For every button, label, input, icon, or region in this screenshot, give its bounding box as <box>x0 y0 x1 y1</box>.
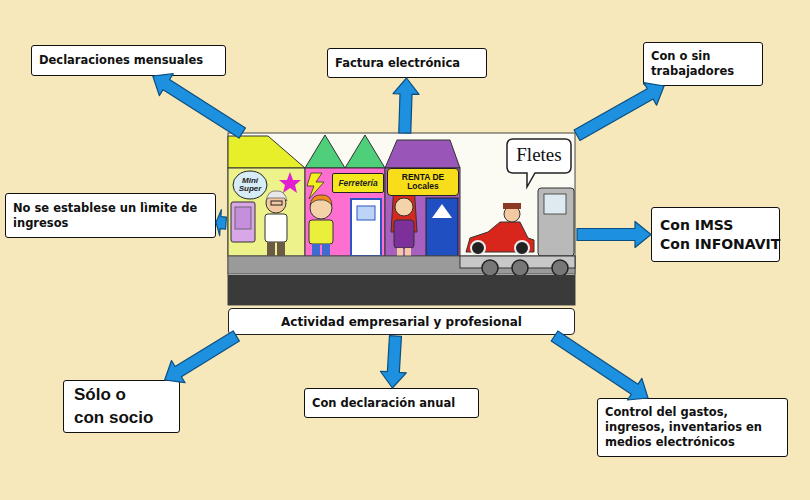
building <box>385 168 460 256</box>
central-illustration: Actividad empresarial y profesional Mini … <box>226 133 577 336</box>
door <box>426 198 458 256</box>
driver-hat <box>503 203 521 209</box>
node-text: Con declaración anual <box>312 396 471 411</box>
truck-wheel <box>512 260 528 276</box>
feature-box: Con declaración anual <box>304 388 479 418</box>
feature-box: Con o sin trabajadores <box>643 42 763 86</box>
node-text: Con o sin trabajadores <box>651 49 755 79</box>
truck-cab <box>538 188 574 256</box>
roof <box>385 140 460 168</box>
person-body <box>309 220 333 244</box>
block-arrow <box>380 336 406 388</box>
door-mark <box>432 204 452 218</box>
node-text: Mini Super <box>236 177 264 193</box>
block-arrow <box>153 74 246 138</box>
speech-bubble: Fletes <box>505 137 573 181</box>
node-text: No se establese un lìmite de ingresos <box>13 201 208 231</box>
shop-sign: Mini Super <box>232 170 268 200</box>
person-body <box>394 220 414 248</box>
truck-window <box>544 194 566 214</box>
node-text: Actividad empresarial y profesional <box>228 308 575 335</box>
building <box>305 168 385 256</box>
building <box>228 168 305 256</box>
block-arrow <box>216 210 226 236</box>
feature-box: Factura electrónica <box>327 48 487 78</box>
shop-sign: Ferretería <box>332 173 384 193</box>
node-text: RENTA DE Locales <box>393 173 453 191</box>
door <box>351 199 381 256</box>
node-text: Factura electrónica <box>335 56 479 71</box>
window <box>357 206 375 220</box>
car-wheel <box>515 241 529 255</box>
window <box>235 207 251 229</box>
person-body <box>265 214 287 242</box>
roof <box>228 136 305 168</box>
feature-box: Declaraciones mensuales <box>31 45 226 76</box>
glasses <box>271 201 282 205</box>
block-arrow <box>577 222 651 248</box>
shop-sign: RENTA DE Locales <box>387 168 459 196</box>
node-text: Con INFONAVIT <box>660 235 772 254</box>
block-arrow <box>551 331 648 400</box>
node-text: Fletes <box>516 144 561 166</box>
block-arrow <box>393 78 419 133</box>
node-text: Ferretería <box>338 178 377 188</box>
person-hair <box>266 191 287 201</box>
feature-box: Control del gastos, ingresos, inventario… <box>597 398 788 457</box>
roof <box>305 135 345 168</box>
person-leg <box>322 244 330 256</box>
car-wheel <box>471 241 485 255</box>
node-text: Con IMSS <box>660 216 772 235</box>
star <box>279 172 301 193</box>
door <box>231 202 255 242</box>
node-text: Declaraciones mensuales <box>39 53 218 68</box>
feature-box: Con IMSSCon INFONAVIT <box>651 207 780 262</box>
truck-wheel <box>482 260 498 276</box>
block-arrow <box>574 83 664 141</box>
person-leg <box>267 242 275 256</box>
road <box>228 275 575 305</box>
bubble-outline <box>507 139 571 187</box>
node-text: Sólo o con socio <box>74 384 157 430</box>
feature-box: Sólo o con socio <box>63 380 180 433</box>
node-text: Control del gastos, ingresos, inventario… <box>605 405 780 450</box>
block-arrow <box>165 331 240 383</box>
feature-box: No se establese un lìmite de ingresos <box>5 193 216 238</box>
person-leg <box>312 244 320 256</box>
panel-background <box>228 133 575 305</box>
truck-wheel <box>552 260 568 276</box>
person-hair <box>310 195 332 205</box>
person-head <box>395 198 413 216</box>
person-leg <box>405 248 411 256</box>
person-leg <box>397 248 403 256</box>
sign-outline <box>233 171 267 199</box>
roof <box>345 135 385 168</box>
person-leg <box>277 242 285 256</box>
